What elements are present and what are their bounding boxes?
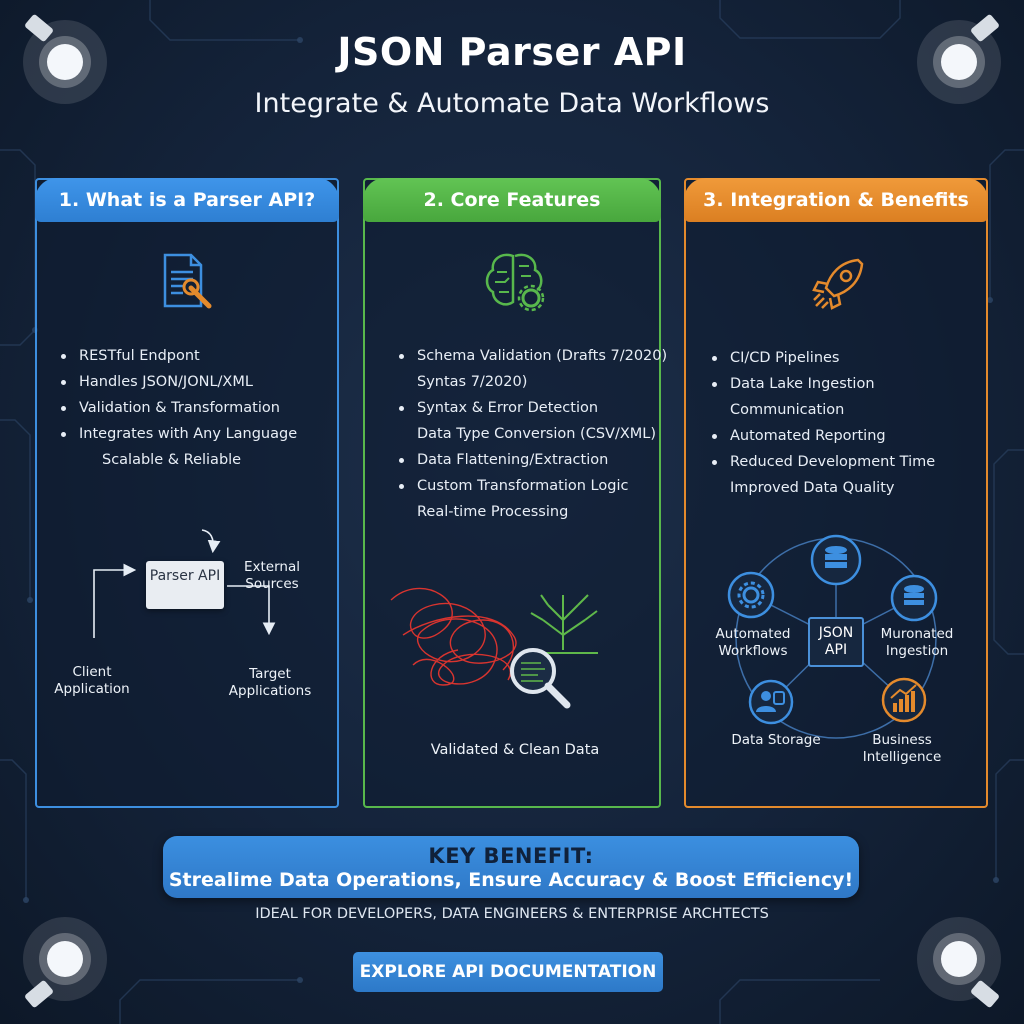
list-item: Scalable & Reliable xyxy=(102,452,242,468)
client-application-label: Client Application xyxy=(54,664,130,697)
panel-core-features: 2. Core Features Schema Validation (Draf… xyxy=(363,178,667,808)
list-item: Data Flattening/Extraction xyxy=(395,447,667,473)
automated-workflows-label: Automated Workflows xyxy=(715,626,791,659)
list-item: Syntax & Error Detection xyxy=(395,395,667,421)
brain-gear-icon xyxy=(485,253,545,312)
users-icon xyxy=(748,679,794,725)
business-intelligence-label: Business Intelligence xyxy=(862,732,942,765)
benefit-list: CI/CD Pipelines Data Lake Ingestion Comm… xyxy=(708,345,935,501)
tangled-data-scribble xyxy=(390,587,517,686)
list-item: Integrates with Any Language xyxy=(57,421,297,447)
list-item: Automated Reporting xyxy=(708,423,935,449)
feature-list: RESTful Endpont Handles JSON/JONL/XML Va… xyxy=(57,343,297,473)
chart-growth-icon xyxy=(881,677,927,723)
integration-hub-diagram xyxy=(727,534,938,739)
explore-docs-button[interactable]: EXPLORE API DOCUMENTATION xyxy=(353,952,663,992)
list-item: Real-time Processing xyxy=(417,504,569,520)
audience-text: IDEAL FOR DEVELOPERS, DATA ENGINEERS & E… xyxy=(255,906,769,922)
list-item: Data Type Conversion (CSV/XML) xyxy=(417,426,657,442)
panel-integration-benefits: 3. Integration & Benefits CI/CD Pipeline… xyxy=(684,178,988,808)
validated-data-caption: Validated & Clean Data xyxy=(430,742,600,758)
data-tree-icon xyxy=(530,594,598,654)
lightbulb-icon xyxy=(23,917,107,1008)
list-item: RESTful Endpont xyxy=(57,343,297,369)
panel-title: 2. Core Features xyxy=(363,178,661,222)
external-sources-label: External Sources xyxy=(243,559,300,592)
ingestion-label: Muronated Ingestion xyxy=(880,626,954,659)
database-icon xyxy=(810,534,862,586)
parser-api-box: Parser API xyxy=(146,561,224,609)
messy-to-clean-illustration xyxy=(390,587,598,709)
list-item: Improved Data Quality xyxy=(730,480,895,496)
document-wrench-icon xyxy=(163,253,212,309)
key-benefit-title: KEY BENEFIT: xyxy=(428,844,594,868)
rocket-icon xyxy=(812,258,864,310)
json-api-hub: JSON API xyxy=(808,617,864,667)
lightbulb-icon xyxy=(917,14,1001,104)
list-item: Handles JSON/JONL/XML xyxy=(57,369,297,395)
list-item: Custom Transformation Logic xyxy=(395,473,667,499)
lightbulb-icon xyxy=(917,917,1001,1008)
target-applications-label: Target Applications xyxy=(228,666,312,699)
list-item: CI/CD Pipelines xyxy=(708,345,935,371)
page-subtitle: Integrate & Automate Data Workflows xyxy=(254,88,770,119)
lightbulb-icon xyxy=(23,14,107,104)
feature-list: Schema Validation (Drafts 7/2020) Syntas… xyxy=(395,343,667,525)
list-item: Syntas 7/2020) xyxy=(417,374,528,390)
list-item: Data Lake Ingestion xyxy=(708,371,935,397)
page-title: JSON Parser API xyxy=(337,30,687,74)
list-item: Communication xyxy=(730,402,845,418)
panel-title: 3. Integration & Benefits xyxy=(684,178,988,222)
gear-icon xyxy=(727,571,775,619)
flow-arrows xyxy=(93,529,276,638)
panel-parser-api: 1. What is a Parser API? RESTful Endpont… xyxy=(35,178,339,808)
key-benefit-banner: KEY BENEFIT: Strealime Data Operations, … xyxy=(163,836,859,898)
panel-title: 1. What is a Parser API? xyxy=(35,178,339,222)
data-storage-label: Data Storage xyxy=(731,732,821,748)
database-icon xyxy=(890,574,938,622)
list-item: Reduced Development Time xyxy=(708,449,935,475)
list-item: Validation & Transformation xyxy=(57,395,297,421)
key-benefit-text: Strealime Data Operations, Ensure Accura… xyxy=(168,869,854,891)
list-item: Schema Validation (Drafts 7/2020) xyxy=(395,343,667,369)
